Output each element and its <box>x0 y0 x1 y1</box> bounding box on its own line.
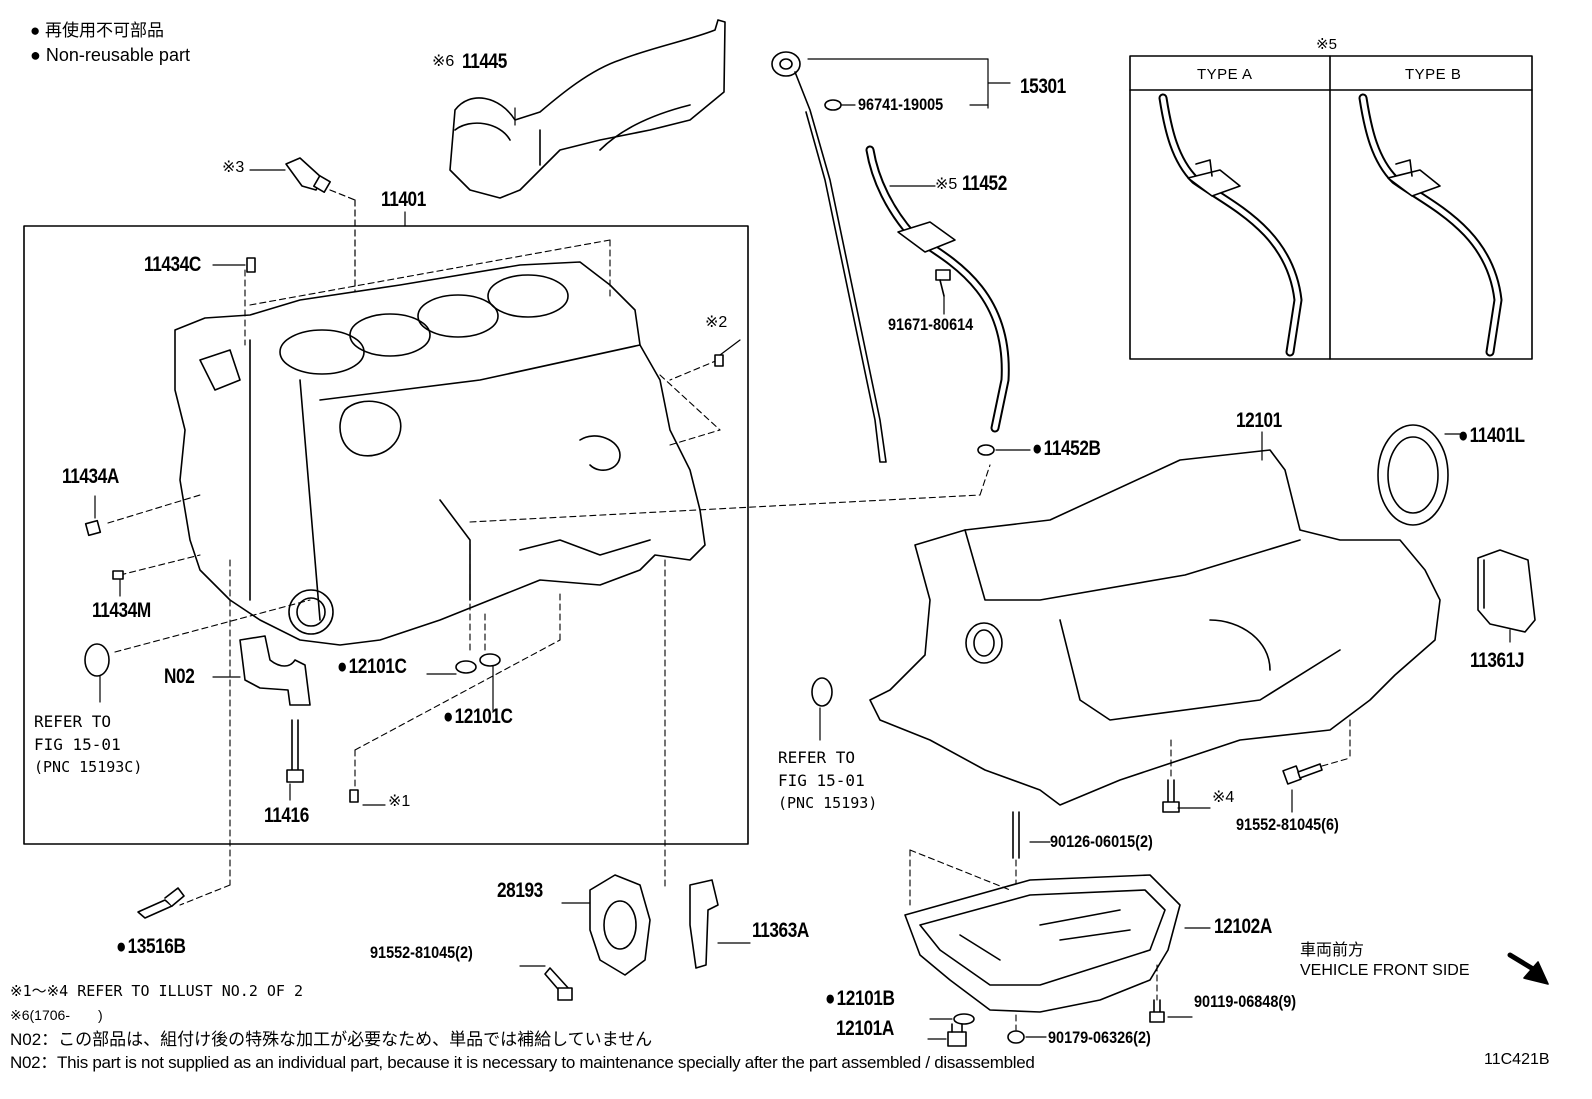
engine-block-11401-drawing <box>174 261 706 646</box>
label-90126: 90126-06015(2) <box>1050 832 1153 851</box>
refer-left-line1: REFER TO <box>34 712 112 731</box>
bearing-cap-n02-drawing <box>239 635 311 706</box>
label-91552-6: 91552-81045(6) <box>1236 815 1339 834</box>
refer-right-line2: FIG 15-01 <box>778 771 865 790</box>
label-11445: 11445 <box>462 50 507 73</box>
label-11416: 11416 <box>264 804 309 827</box>
oil-seal-11401l-drawing <box>1377 424 1449 526</box>
bolt-91552-6-drawing <box>1282 763 1323 785</box>
gasket-28193-drawing <box>589 874 651 976</box>
oring-12101c-a <box>455 660 477 674</box>
oring-refer-left <box>84 643 110 677</box>
footer-line2: ※6(1706- ) <box>10 1007 103 1023</box>
stud-90126-drawing <box>1012 811 1020 859</box>
label-11434c: 11434C <box>144 253 201 276</box>
diagram-code: 11C421B <box>1484 1051 1550 1068</box>
pin-1 <box>349 789 359 803</box>
pin-11434a <box>84 519 102 537</box>
footer-line1: ※1～※4 REFER TO ILLUST NO.2 OF 2 <box>10 982 303 1000</box>
footer-line3: N02：この部品は、組付け後の特殊な加工が必要なため、単品では補給していません <box>10 1030 653 1049</box>
refer-left-line3: (PNC 15193C) <box>34 758 143 776</box>
label-11434m: 11434M <box>92 599 151 622</box>
label-11401l: 11401L <box>1458 425 1525 446</box>
oring-11452b <box>977 444 995 456</box>
vehicle-front-arrow-icon <box>1507 952 1549 985</box>
type-b-header: TYPE B <box>1405 66 1462 83</box>
vehicle-front-en: VEHICLE FRONT SIDE <box>1300 962 1470 979</box>
label-11452-note: ※5 <box>935 176 958 193</box>
label-11434a: 11434A <box>62 465 119 488</box>
oil-pan-upper-12101-drawing <box>869 449 1441 806</box>
label-13516b: 13516B <box>116 936 186 957</box>
type-b-dipstick-guide-icon <box>1358 93 1503 357</box>
oring-refer-right <box>811 677 833 707</box>
type-a-dipstick-guide-icon <box>1158 93 1303 357</box>
label-12101c-b: 12101C <box>443 706 513 727</box>
label-note-2: ※2 <box>705 314 728 331</box>
sensor-3-drawing <box>285 157 331 193</box>
drain-plug-12101a-drawing <box>947 1023 967 1047</box>
bolt-11416-drawing <box>286 719 304 783</box>
footer-line4: N02：This part is not supplied as an indi… <box>10 1053 1035 1072</box>
legend-jp: ● 再使用不可部品 <box>30 21 164 40</box>
bolt-4-drawing <box>1162 779 1180 813</box>
label-12101c-a: 12101C <box>337 656 407 677</box>
gasket-90179 <box>1007 1030 1025 1044</box>
label-91671: 91671-80614 <box>888 315 974 334</box>
refer-right-line3: (PNC 15193) <box>778 794 878 812</box>
pin-2 <box>714 354 724 367</box>
label-11445-note: ※6 <box>432 53 455 70</box>
gasket-12101b <box>953 1013 975 1025</box>
label-11401: 11401 <box>381 188 426 211</box>
dipstick-15301-drawing <box>771 51 887 463</box>
bolt-90119-drawing <box>1149 999 1165 1023</box>
label-11452b: 11452B <box>1032 438 1101 459</box>
label-n02: N02 <box>164 665 195 688</box>
label-note-1: ※1 <box>388 793 411 810</box>
dipstick-guide-11452-drawing <box>865 145 1010 433</box>
engine-block-frame <box>23 225 749 845</box>
label-12101: 12101 <box>1236 409 1282 432</box>
label-96741: 96741-19005 <box>858 95 944 114</box>
oring-96741 <box>824 99 842 111</box>
pin-11434m <box>112 570 124 580</box>
label-28193: 28193 <box>497 879 543 902</box>
type-box <box>1129 55 1533 360</box>
oring-12101c-b <box>479 653 501 667</box>
label-90119: 90119-06848(9) <box>1194 992 1297 1011</box>
refer-right-line1: REFER TO <box>778 748 856 767</box>
bolt-91671-drawing <box>935 269 951 297</box>
label-11363a: 11363A <box>752 919 809 942</box>
oil-pan-lower-12102a-drawing <box>904 874 1181 1013</box>
label-11361j: 11361J <box>1470 649 1525 672</box>
block-guide-lines <box>107 239 991 906</box>
label-12102a: 12102A <box>1214 915 1272 938</box>
type-box-note: ※5 <box>1316 36 1337 53</box>
pin-13516b-drawing <box>137 887 185 919</box>
refer-left-line2: FIG 15-01 <box>34 735 121 754</box>
label-90179: 90179-06326(2) <box>1048 1028 1151 1047</box>
label-12101a: 12101A <box>836 1017 894 1040</box>
pin-11434c <box>246 257 256 273</box>
bolt-91552-2-drawing <box>544 967 573 1001</box>
legend-en: ● Non-reusable part <box>30 45 190 65</box>
label-15301: 15301 <box>1020 75 1066 98</box>
cover-11361j-drawing <box>1477 549 1536 633</box>
label-11452: 11452 <box>962 172 1007 195</box>
label-note-3: ※3 <box>222 159 245 176</box>
bracket-11363a-drawing <box>689 879 719 969</box>
type-a-header: TYPE A <box>1197 66 1253 83</box>
label-note-4: ※4 <box>1212 789 1235 806</box>
label-91552-2: 91552-81045(2) <box>370 943 473 962</box>
leader-lines <box>94 107 1263 809</box>
vehicle-front-jp: 車両前方 <box>1300 942 1365 959</box>
insulator-11445-drawing <box>449 19 726 199</box>
label-12101b: 12101B <box>825 988 895 1009</box>
